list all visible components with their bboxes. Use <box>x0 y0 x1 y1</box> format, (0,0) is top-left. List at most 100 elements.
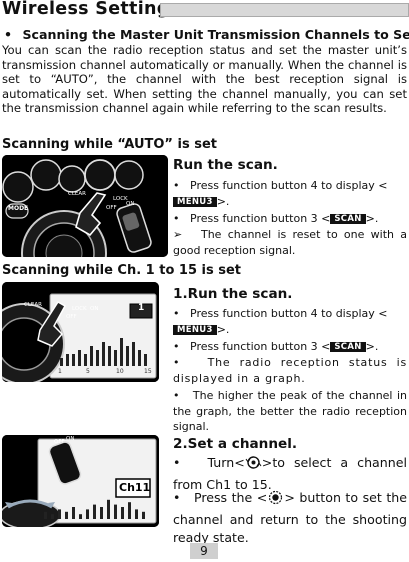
menu3-badge: MENU3 <box>173 324 217 335</box>
item-text: The higher the peak of the channel in th… <box>173 389 407 434</box>
item-text: Press function button 4 to display < <box>190 179 388 192</box>
on-label: ON <box>126 201 135 207</box>
bullet: • <box>173 389 180 402</box>
scan-graph-illustration: CLEAR LOCK OFF ON 1 1 5 10 15 <box>2 282 159 382</box>
channel-graph-bar <box>65 511 68 519</box>
item-text-after: > button to set the channel and return t… <box>173 490 407 546</box>
auto-item-2: • Press function button 3 <SCAN>. <box>173 211 407 227</box>
bullet: • <box>173 307 180 320</box>
arrow-bullet: ➢ <box>173 228 183 241</box>
bullet: • <box>173 179 180 192</box>
channel-select-illustration: OFF ON Ch11 <box>2 435 159 527</box>
screen-channel: 1 <box>138 303 145 313</box>
channel-graph-bar <box>128 502 131 519</box>
page-header: Wireless Settings <box>2 0 409 22</box>
channel-graph-bar <box>107 499 110 519</box>
item-text-after: >. <box>216 322 230 336</box>
title-underline-bar <box>160 3 409 17</box>
on-label: ON <box>66 436 75 442</box>
axis-label-5: 5 <box>86 368 90 375</box>
scan-graph-bar <box>144 354 147 366</box>
scan-graph-bar <box>108 346 111 366</box>
channel-graph-bar <box>51 514 54 519</box>
scan-graph-bar <box>102 342 105 366</box>
manual-step2-item-2: • Press the <> button to set the channel… <box>173 489 407 548</box>
item-text: Press function button 4 to display < <box>190 307 388 320</box>
bullet: • <box>173 340 180 353</box>
scan-graph-bar <box>66 354 69 366</box>
item-text: Press function button 3 < <box>190 212 331 225</box>
on-label: ON <box>90 306 99 312</box>
scan-graph-bar <box>132 342 135 366</box>
scan-badge: SCAN <box>330 342 366 352</box>
section-manual-title: Scanning while Ch. 1 to 15 is set <box>2 263 242 278</box>
section-auto-title: Scanning while “AUTO” is set <box>2 137 217 152</box>
item-text: The channel is reset to one with a good … <box>173 228 407 257</box>
manual-item-1: • Press function button 4 to display < ME… <box>173 306 407 337</box>
item-text: Press function button 3 < <box>190 340 331 353</box>
clear-label: CLEAR <box>24 302 42 308</box>
channel-graph-bar <box>72 507 75 519</box>
manual-item-4: • The higher the peak of the channel in … <box>173 388 407 435</box>
mode-label: MODE <box>8 205 29 212</box>
scan-graph-bar <box>138 350 141 366</box>
bullet: • <box>173 490 181 505</box>
channel-graph-bar <box>58 509 61 519</box>
item-text-after: >to select a channel from Ch1 to 15. <box>173 455 407 492</box>
channel-graph-bar <box>93 504 96 519</box>
channel-graph-bar <box>121 507 124 519</box>
channel-graph-bar <box>86 509 89 519</box>
scan-graph-bar <box>126 346 129 366</box>
item-text: Turn< <box>207 455 245 470</box>
bullet: • <box>173 212 180 225</box>
item-text-after: >. <box>216 194 230 208</box>
scan-graph-bar <box>60 358 63 366</box>
page-title: Wireless Settings <box>2 0 181 19</box>
screen-channel: Ch11 <box>119 481 151 494</box>
scan-graph-bar <box>72 354 75 366</box>
manual-item-2: • Press function button 3 <SCAN>. <box>173 339 407 355</box>
manual-step2-title: 2.Set a channel. <box>173 436 298 452</box>
item-text: The radio reception status is displayed … <box>173 356 408 385</box>
scan-graph-bar <box>114 350 117 366</box>
bullet: • <box>173 356 181 369</box>
axis-label-1: 1 <box>58 368 62 375</box>
clear-label: CLEAR <box>68 191 86 197</box>
item-text-after: >. <box>365 212 379 225</box>
lock-label: LOCK <box>113 196 128 202</box>
off-label: OFF <box>66 314 77 320</box>
scan-graph-svg <box>2 282 159 382</box>
flash-buttons-svg <box>2 155 168 257</box>
intro-heading: Scanning the Master Unit Transmission Ch… <box>22 27 409 42</box>
scan-graph-bar <box>78 350 81 366</box>
auto-step-title: Run the scan. <box>173 157 278 173</box>
axis-label-15: 15 <box>144 368 152 375</box>
channel-graph-bar <box>135 509 138 519</box>
auto-item-1: • Press function button 4 to display < ME… <box>173 178 407 209</box>
channel-graph-bar <box>44 511 47 519</box>
menu3-badge: MENU3 <box>173 196 217 207</box>
scan-graph-bar <box>120 338 123 366</box>
intro-heading-row: • Scanning the Master Unit Transmission … <box>4 27 409 42</box>
item-text: Press the < <box>193 490 268 505</box>
channel-select-svg <box>2 435 159 527</box>
manual-step1-title: 1.Run the scan. <box>173 286 293 302</box>
intro-bullet: • <box>4 27 13 42</box>
scan-graph-bar <box>96 350 99 366</box>
channel-graph-bar <box>114 504 117 519</box>
scan-badge: SCAN <box>330 214 366 224</box>
off-label: OFF <box>106 205 117 211</box>
flash-buttons-illustration: MODE CLEAR LOCK OFF ON <box>2 155 168 257</box>
select-dial-icon <box>245 455 262 476</box>
manual-item-3: • The radio reception status is displaye… <box>173 355 407 386</box>
scan-graph-bar <box>90 346 93 366</box>
page-number: 9 <box>190 543 218 559</box>
scan-graph-bar <box>84 354 87 366</box>
auto-item-3: ➢ The channel is reset to one with a goo… <box>173 227 407 258</box>
axis-label-10: 10 <box>116 368 124 375</box>
item-text-after: >. <box>365 340 379 353</box>
channel-graph-bar <box>100 507 103 519</box>
off-label: OFF <box>54 439 65 445</box>
manual-step2-item-1: • Turn<>to select a channel from Ch1 to … <box>173 454 407 494</box>
channel-graph-bar <box>79 514 82 519</box>
